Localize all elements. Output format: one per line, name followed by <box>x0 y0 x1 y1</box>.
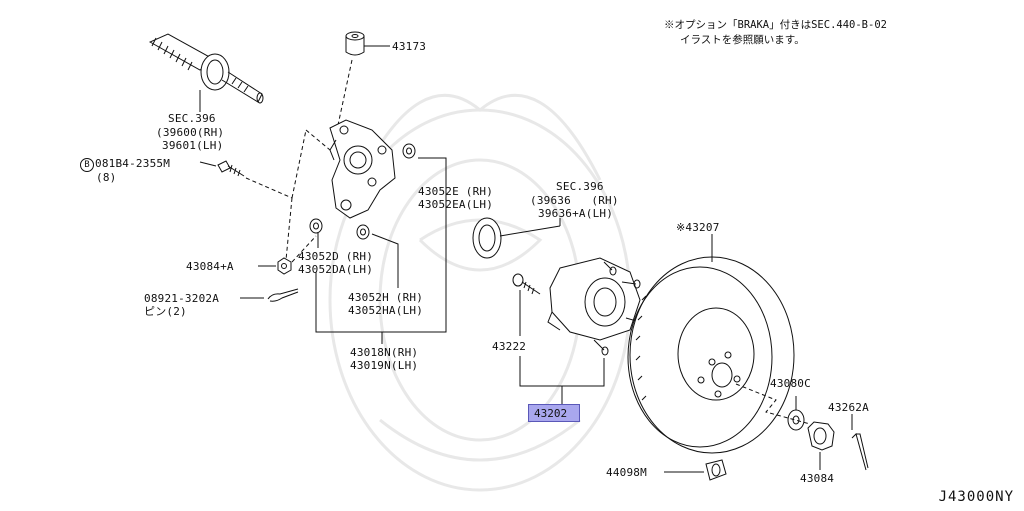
option-note: ※オプション「BRAKA」付きはSEC.440-B-02 イラストを参照願います… <box>664 18 887 48</box>
label-43084A: 43084+A <box>186 260 234 273</box>
knuckle <box>329 119 396 219</box>
label-39636A: 39636+A(LH) <box>538 207 614 220</box>
brake-disc <box>627 256 795 454</box>
label-43052DA: 43052DA(LH) <box>298 263 374 276</box>
bushing-43173 <box>345 31 365 56</box>
label-bolt-qty: (8) <box>96 171 117 184</box>
washer-43080C <box>787 409 805 431</box>
bushing-43052H <box>356 224 370 240</box>
label-43262A: 43262A <box>828 401 869 414</box>
label-43052EA: 43052EA(LH) <box>418 198 494 211</box>
label-43019N: 43019N(LH) <box>350 359 419 372</box>
label-43052E: 43052E (RH) <box>418 185 494 198</box>
label-43018N: 43018N(RH) <box>350 346 419 359</box>
cotter-pin-43262A <box>851 433 869 471</box>
nut-43084 <box>807 421 835 451</box>
label-43052HA: 43052HA(LH) <box>348 304 424 317</box>
nut-43084A <box>277 257 292 275</box>
highlighted-part-43202[interactable]: 43202 <box>528 404 580 422</box>
label-39600: (39600(RH) <box>156 126 225 139</box>
label-43052D: 43052D (RH) <box>298 250 374 263</box>
bushing-43052E <box>402 143 416 159</box>
label-sec396-mid: SEC.396 <box>556 180 604 193</box>
label-43080C: 43080C <box>770 377 811 390</box>
label-sec396-top: SEC.396 <box>168 112 216 125</box>
bolt-081B4 <box>217 160 245 177</box>
bolt-part-number: 081B4-2355M <box>95 157 171 170</box>
bolt-circled-letter: B <box>80 158 94 172</box>
label-39636: (39636 (RH) <box>530 194 619 207</box>
drive-shaft <box>148 33 264 104</box>
label-pin-qty: ピン(2) <box>144 305 187 318</box>
bolt-44098M <box>705 459 727 481</box>
label-44098M: 44098M <box>606 466 647 479</box>
bushing-43052D <box>309 218 323 234</box>
label-43052H: 43052H (RH) <box>348 291 424 304</box>
label-08921: 08921-3202A <box>144 292 220 305</box>
seal-39636 <box>472 217 502 259</box>
option-note-line2: イラストを参照願います。 <box>680 34 805 46</box>
label-43222: 43222 <box>492 340 527 353</box>
option-note-line1: ※オプション「BRAKA」付きはSEC.440-B-02 <box>664 19 887 31</box>
diagram-code: J43000NY <box>938 489 1014 505</box>
cotter-pin <box>267 288 299 302</box>
highlighted-part-label: 43202 <box>534 407 568 420</box>
hub-bolt-43222 <box>512 273 541 295</box>
label-43207: ※43207 <box>676 221 720 234</box>
label-43173: 43173 <box>392 40 427 53</box>
label-39601: 39601(LH) <box>162 139 224 152</box>
label-43084: 43084 <box>800 472 835 485</box>
